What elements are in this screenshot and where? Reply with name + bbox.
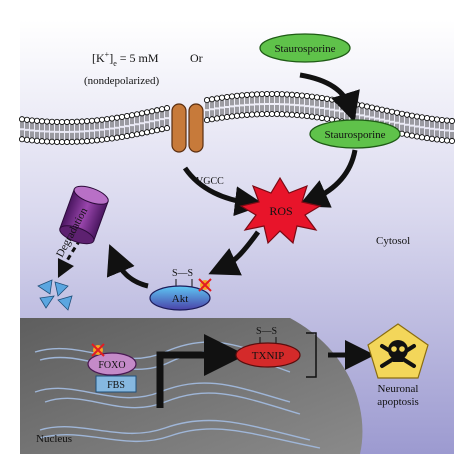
txnip-node: S—S TXNIP xyxy=(235,326,301,368)
txnip-label: TXNIP xyxy=(252,350,284,362)
staurosporine-outside-label: Staurosporine xyxy=(274,43,335,55)
vgcc-channel xyxy=(171,103,204,153)
pathway-arrows xyxy=(57,72,375,408)
arrow-foxo-to-txnip xyxy=(156,334,246,408)
cytosol-label: Cytosol xyxy=(376,235,410,247)
txnip-bracket xyxy=(306,332,317,378)
arrow-vgcc-to-ros xyxy=(182,166,265,217)
staurosporine-outside-node: Staurosporine xyxy=(259,33,351,63)
skull-crossbones-icon xyxy=(367,323,429,379)
degradation-fragments xyxy=(37,279,73,311)
arrow-staurosporine-to-ros xyxy=(298,149,358,208)
staurosporine-inside-node: Staurosporine xyxy=(309,119,401,149)
akt-node: S—S Akt xyxy=(149,268,212,311)
fbs-label: FBS xyxy=(107,380,125,391)
txnip-disulfide-label: S—S xyxy=(256,326,277,337)
potassium-condition-label: [K+]e = 5 mM xyxy=(92,50,159,68)
arrow-akt-to-degradation xyxy=(106,244,149,289)
foxo-node: FOXO xyxy=(87,343,137,376)
foxo-label: FOXO xyxy=(98,360,125,371)
neuronal-apoptosis-label-line1: Neuronal xyxy=(378,383,419,395)
foxo-phospho-x-icon xyxy=(91,343,105,357)
vgcc-label: VGCC xyxy=(196,176,224,187)
arrow-staurosporine-entry xyxy=(299,72,360,123)
fbs-node: FBS xyxy=(95,375,137,393)
akt-disulfide-label: S—S xyxy=(172,268,193,279)
proteasome-cylinder xyxy=(59,185,109,245)
or-label: Or xyxy=(190,51,203,65)
neuronal-apoptosis-label-line2: apoptosis xyxy=(377,396,419,408)
ros-label: ROS xyxy=(269,204,292,218)
nucleus-label: Nucleus xyxy=(36,433,72,445)
staurosporine-inside-label: Staurosporine xyxy=(324,129,385,141)
nondepolarized-label: (nondepolarized) xyxy=(84,75,159,87)
akt-label: Akt xyxy=(172,293,189,305)
ros-node: ROS xyxy=(239,176,322,245)
arrow-ros-to-akt xyxy=(208,230,261,276)
akt-phospho-x-icon xyxy=(198,278,212,292)
